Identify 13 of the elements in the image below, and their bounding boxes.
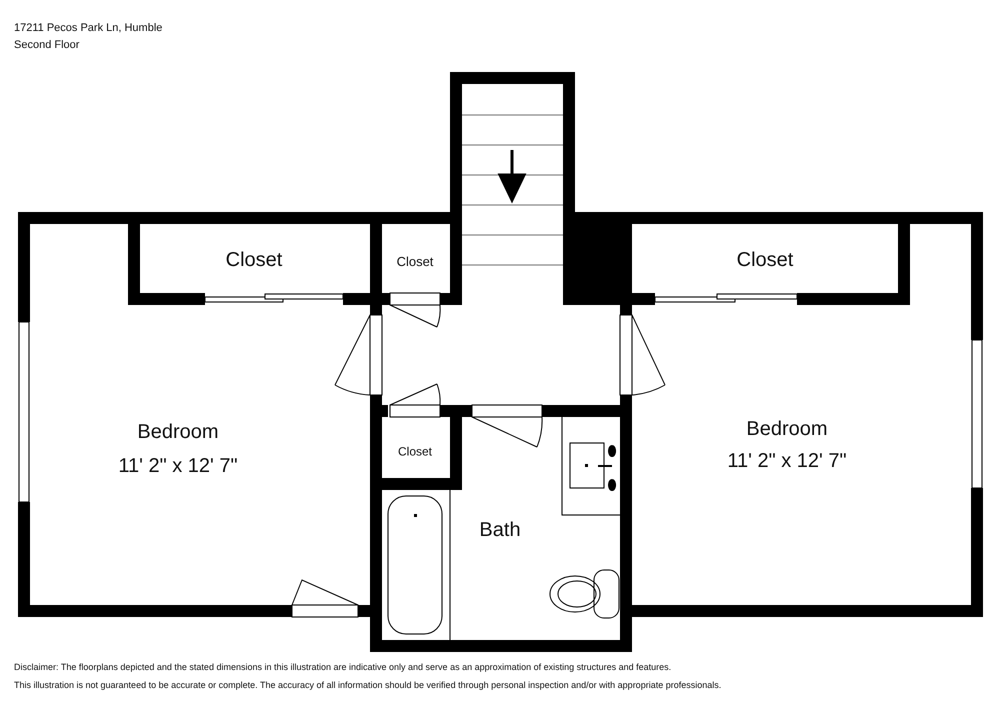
room-label: Closet (226, 249, 282, 271)
room-label: Closet (398, 445, 432, 459)
address-text: 17211 Pecos Park Ln, Humble (14, 22, 162, 34)
room-dimensions: 11' 2" x 12' 7" (118, 455, 238, 477)
room-label: Bedroom (137, 421, 219, 443)
floor-name: Second Floor (14, 38, 80, 52)
room-label: Bath (479, 519, 521, 541)
disclaimer-text: This illustration is not guaranteed to be accurate or complete. The accuracy of all information should be verified through personal inspection and/or with appropriate professionals. (14, 681, 722, 691)
room-dimensions: 11' 2" x 12' 7" (727, 450, 847, 472)
room-label: Bedroom (746, 418, 828, 440)
room-label: Closet (736, 249, 794, 271)
room-label: Closet (396, 254, 434, 270)
disclaimer-text: Disclaimer: The floorplans depicted and the stated dimensions in this illustration are indicative only and serve as an approximation of existing structures and features. (14, 663, 672, 673)
